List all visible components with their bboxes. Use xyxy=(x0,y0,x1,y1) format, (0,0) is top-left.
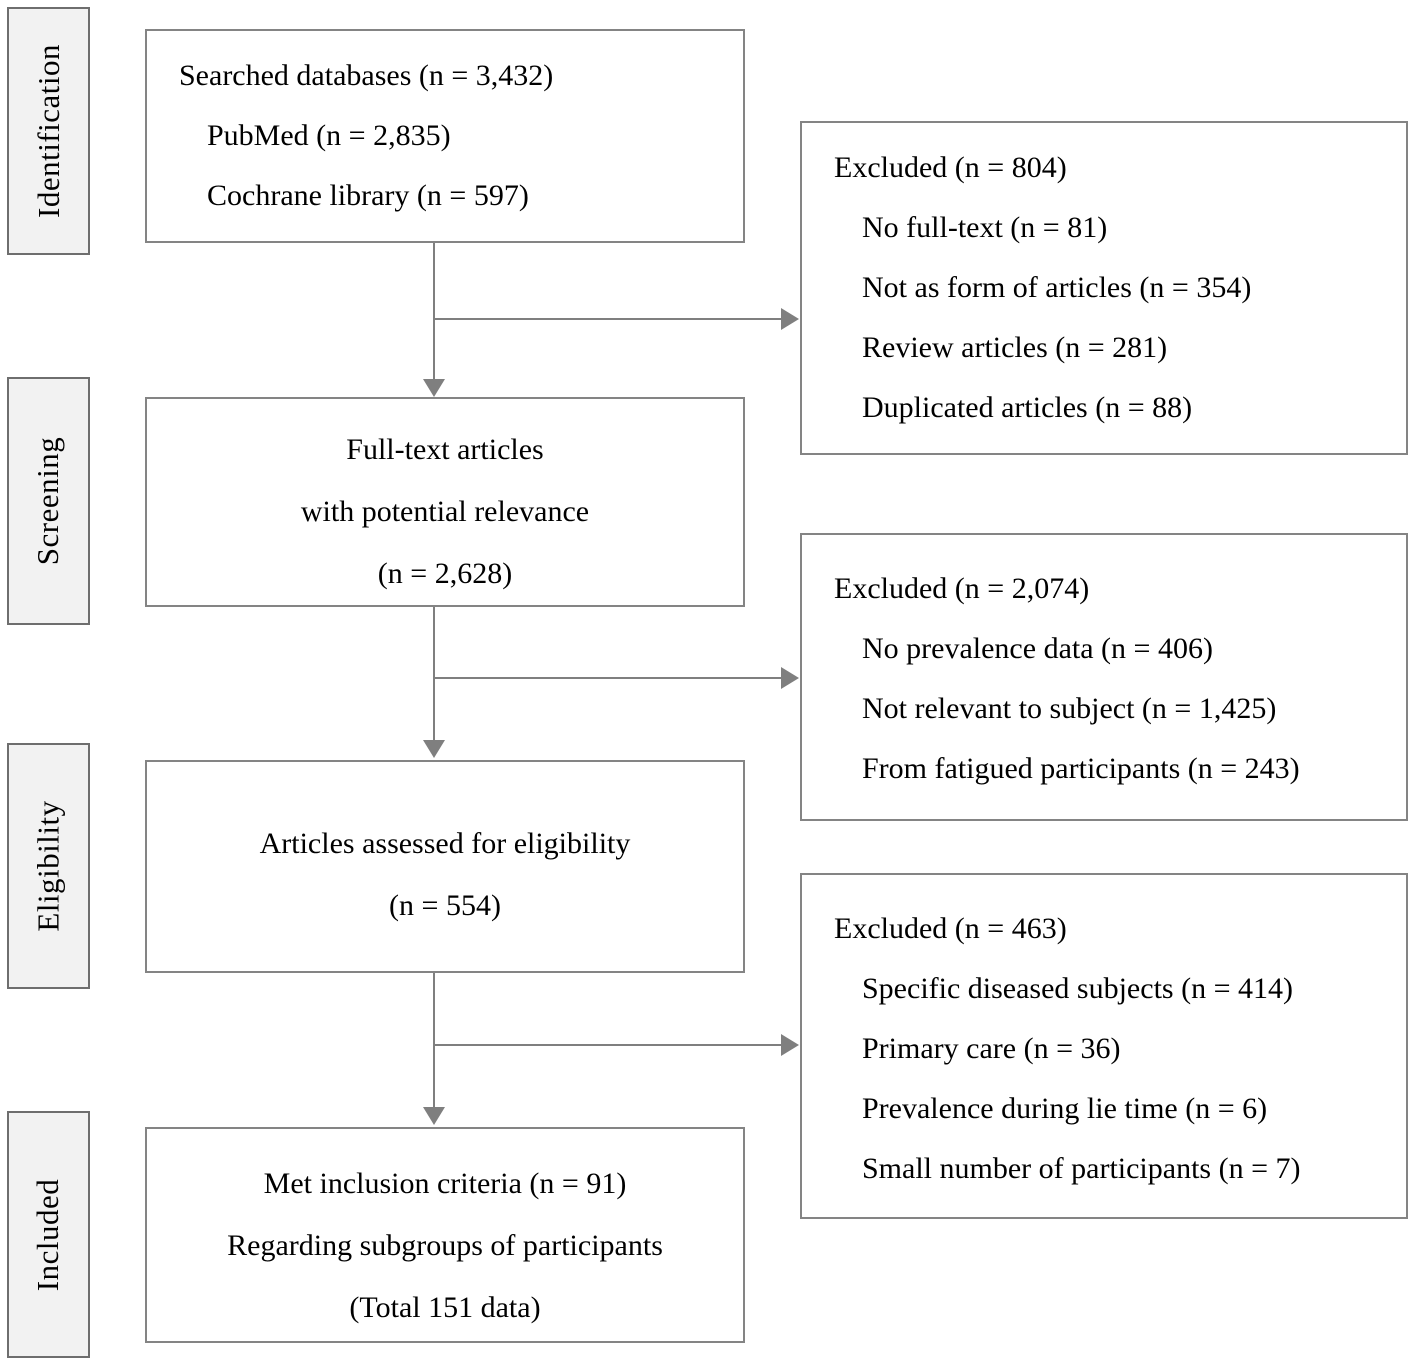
connector-right-1 xyxy=(433,318,781,320)
text-line: Regarding subgroups of participants xyxy=(227,1229,663,1262)
stage-label-text: Screening xyxy=(30,436,66,566)
box-fulltext-screened: Full-text articles with potential releva… xyxy=(145,397,745,607)
connector-down-1 xyxy=(433,243,435,381)
stage-label-identification: Identification xyxy=(7,7,90,255)
text-line: Met inclusion criteria (n = 91) xyxy=(263,1167,627,1200)
text-line: Articles assessed for eligibility xyxy=(259,827,631,860)
text-line: Specific diseased subjects (n = 414) xyxy=(862,972,1293,1005)
arrowhead-down-icon xyxy=(423,1107,445,1125)
stage-label-screening: Screening xyxy=(7,377,90,625)
text-line: No prevalence data (n = 406) xyxy=(862,632,1213,665)
text-line: From fatigued participants (n = 243) xyxy=(862,752,1300,785)
stage-label-text: Identification xyxy=(30,44,66,218)
arrowhead-down-icon xyxy=(423,379,445,397)
text-line: Small number of participants (n = 7) xyxy=(862,1152,1301,1185)
stage-label-text: Included xyxy=(30,1178,66,1291)
stage-label-included: Included xyxy=(7,1111,90,1358)
box-included-criteria: Met inclusion criteria (n = 91) Regardin… xyxy=(145,1127,745,1343)
text-line: PubMed (n = 2,835) xyxy=(207,119,451,152)
arrowhead-right-icon xyxy=(781,1034,799,1056)
text-line: Excluded (n = 2,074) xyxy=(834,572,1090,605)
connector-right-3 xyxy=(433,1044,781,1046)
text-line: Duplicated articles (n = 88) xyxy=(862,391,1193,424)
text-line: No full-text (n = 81) xyxy=(862,211,1108,244)
connector-down-3 xyxy=(433,973,435,1109)
box-assessed-eligibility: Articles assessed for eligibility (n = 5… xyxy=(145,760,745,973)
stage-label-text: Eligibility xyxy=(30,800,66,932)
text-line: (n = 554) xyxy=(389,889,501,922)
text-line: Not relevant to subject (n = 1,425) xyxy=(862,692,1277,725)
arrowhead-right-icon xyxy=(781,308,799,330)
text-line: Excluded (n = 463) xyxy=(834,912,1067,945)
box-excluded-screening: Excluded (n = 2,074) No prevalence data … xyxy=(800,533,1408,821)
text-line: Cochrane library (n = 597) xyxy=(207,179,529,212)
text-line: (n = 2,628) xyxy=(377,557,513,590)
text-line: Excluded (n = 804) xyxy=(834,151,1067,184)
box-excluded-identification: Excluded (n = 804) No full-text (n = 81)… xyxy=(800,121,1408,455)
box-excluded-eligibility: Excluded (n = 463) Specific diseased sub… xyxy=(800,873,1408,1219)
text-line: (Total 151 data) xyxy=(349,1291,541,1324)
box-searched-databases: Searched databases (n = 3,432) PubMed (n… xyxy=(145,29,745,243)
text-line: Full-text articles xyxy=(346,433,544,466)
text-line: Primary care (n = 36) xyxy=(862,1032,1121,1065)
connector-right-2 xyxy=(433,677,781,679)
text-line: with potential relevance xyxy=(300,495,590,528)
arrowhead-down-icon xyxy=(423,740,445,758)
connector-down-2 xyxy=(433,607,435,742)
arrowhead-right-icon xyxy=(781,667,799,689)
text-line: Prevalence during lie time (n = 6) xyxy=(862,1092,1268,1125)
text-line: Searched databases (n = 3,432) xyxy=(179,59,554,92)
text-line: Not as form of articles (n = 354) xyxy=(862,271,1252,304)
stage-label-eligibility: Eligibility xyxy=(7,743,90,989)
text-line: Review articles (n = 281) xyxy=(862,331,1168,364)
